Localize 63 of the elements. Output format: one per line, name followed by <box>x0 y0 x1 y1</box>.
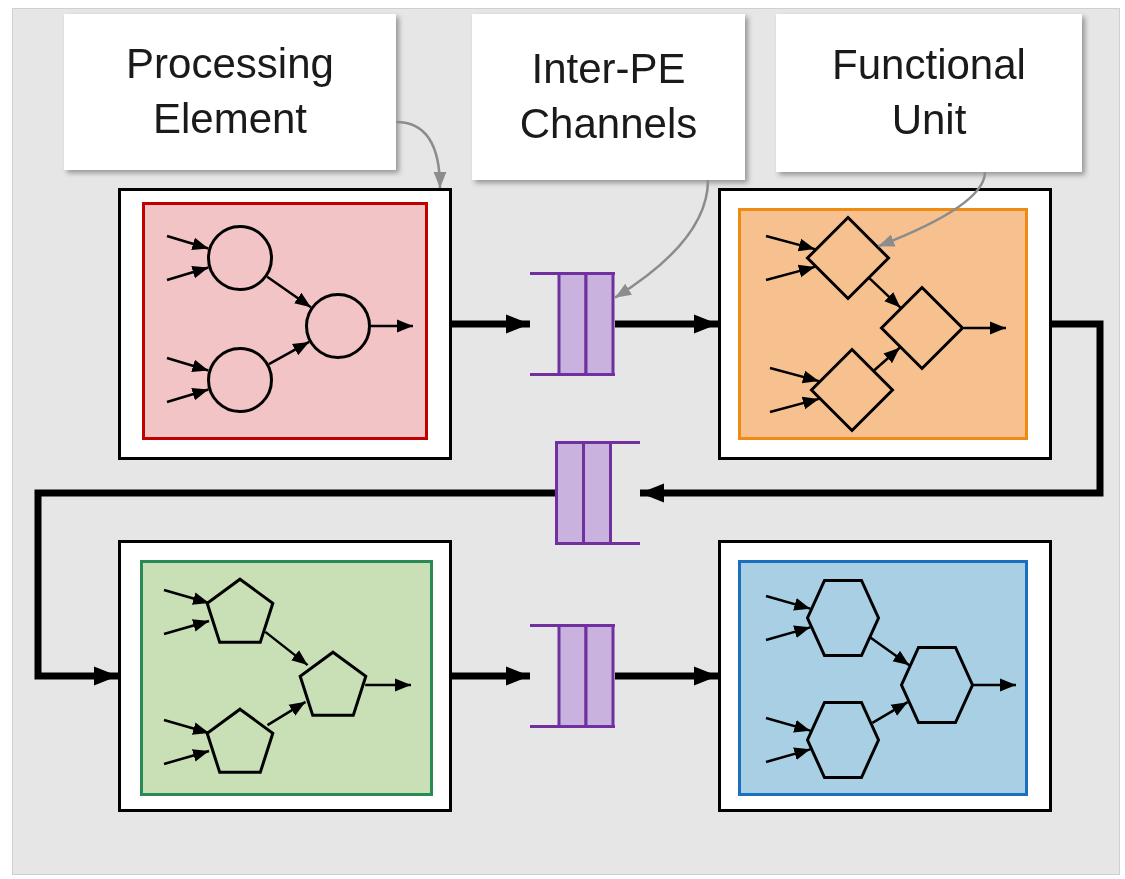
arrow <box>266 275 312 309</box>
diamond-node <box>806 216 890 300</box>
arrow <box>166 266 209 282</box>
circle-node <box>305 293 371 359</box>
callout-label: Inter-PE Channels <box>519 44 698 149</box>
channel-queue <box>530 272 615 376</box>
arrow <box>971 678 1016 692</box>
leader-arrow <box>395 120 446 189</box>
leader-arrow <box>614 179 710 299</box>
element-inner-panel <box>142 202 428 440</box>
arrow <box>266 700 307 727</box>
arrow <box>765 594 811 611</box>
arrow <box>765 625 811 642</box>
arrow <box>371 319 413 333</box>
element-box <box>118 540 452 812</box>
arrow <box>163 718 210 735</box>
callout-box <box>472 14 745 180</box>
circle-node <box>207 225 273 291</box>
arrow <box>868 277 902 309</box>
arrow <box>765 264 816 282</box>
arrow <box>769 396 820 414</box>
element-box <box>118 188 452 460</box>
arrow <box>166 356 209 372</box>
pentagon-node <box>297 650 369 720</box>
arrow <box>964 321 1006 335</box>
arrow <box>615 666 718 686</box>
callout-box <box>776 14 1082 172</box>
hexagon-node <box>806 579 880 657</box>
element-inner-panel <box>738 208 1028 440</box>
arrow <box>34 489 555 686</box>
pentagon-node <box>204 707 276 777</box>
arrow <box>765 234 816 252</box>
arrow <box>166 234 209 250</box>
arrow <box>365 678 411 692</box>
arrow <box>615 314 718 334</box>
channel-queue <box>555 441 640 545</box>
element-box <box>718 540 1052 812</box>
arrow <box>268 340 310 366</box>
arrow <box>765 747 811 764</box>
element-inner-panel <box>140 560 433 796</box>
callout-label: Functional Unit <box>831 40 1027 145</box>
hexagon-node <box>806 701 880 779</box>
diamond-node <box>810 348 894 432</box>
arrow <box>166 388 209 404</box>
callout-box <box>64 14 396 170</box>
arrow <box>870 636 910 667</box>
arrow <box>163 619 210 636</box>
callout-label: Processing Element <box>125 39 335 144</box>
pentagon-node <box>204 577 276 647</box>
channel-queue <box>530 624 615 728</box>
arrow <box>871 701 909 724</box>
hexagon-node <box>900 646 974 724</box>
leader-arrow <box>877 171 987 248</box>
arrow <box>873 346 901 372</box>
arrow <box>769 366 820 384</box>
element-inner-panel <box>738 560 1028 796</box>
circle-node <box>207 347 273 413</box>
arrow <box>264 630 309 667</box>
arrow <box>765 716 811 733</box>
arrow <box>163 749 210 766</box>
diamond-node <box>880 286 964 370</box>
arrow <box>163 588 210 605</box>
element-box <box>718 188 1052 460</box>
